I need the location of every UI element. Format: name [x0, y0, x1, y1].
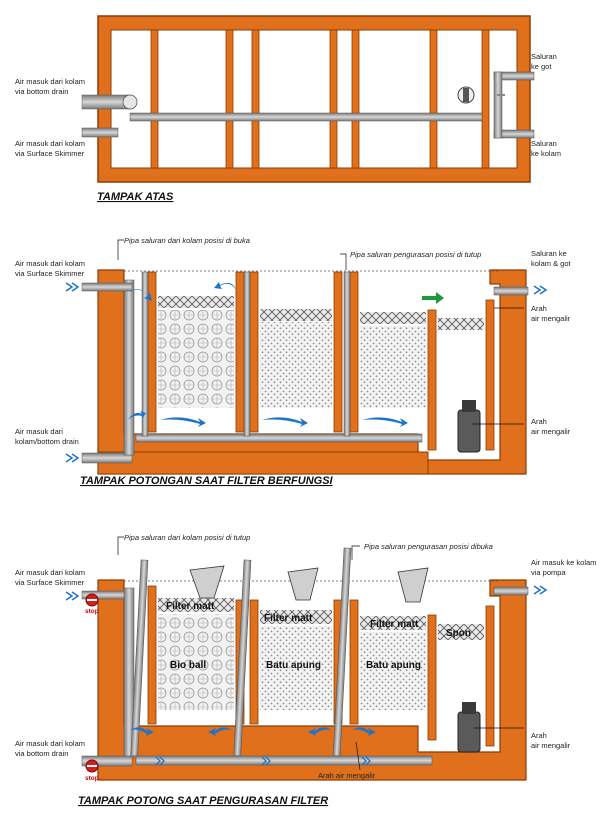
section-normal-label-flow-1a: Arah [531, 304, 547, 313]
section-cleaning-bucket-icon [189, 565, 429, 603]
section-cleaning-label-pump-inlet-1: Air masuk ke kolam [531, 558, 596, 567]
section-cleaning-label-bottom-drain-1: Air masuk dari kolam [15, 739, 85, 748]
section-normal-label-bottom-drain-1: Air masuk dari [15, 427, 63, 436]
section-cleaning-label-filter-matt-3: Filter matt [370, 619, 419, 630]
section-cleaning-label-spon: Spon [446, 628, 471, 639]
section-normal-pump-icon [457, 400, 481, 453]
top-view: Air masuk dari kolam via bottom drain Ai… [15, 15, 561, 203]
section-normal-label-flow-2a: Arah [531, 417, 547, 426]
section-cleaning-label-pump-inlet-2: via pompa [531, 568, 566, 577]
section-cleaning-drain-arrow-1 [155, 756, 165, 766]
section-normal-inlet-arrow-top [65, 282, 80, 292]
section-normal-label-pipe-open: Pipa saluran dari kolam posisi di buka [124, 236, 250, 245]
section-cleaning-stop-label-bottom: stop [85, 775, 99, 782]
section-cleaning-drain-arrow-3 [361, 756, 371, 766]
section-normal-label-bottom-drain-2: kolam/bottom drain [15, 437, 79, 446]
top-view-skimmer-pipe [81, 127, 119, 138]
section-cleaning-label-flow-right-1: Arah [531, 731, 547, 740]
section-cleaning-drain-pipe [135, 755, 433, 766]
section-normal: Pipa saluran dari kolam posisi di buka P… [15, 236, 572, 487]
section-normal-label-drain-closed: Pipa saluran pengurasan posisi di tutup [350, 250, 481, 259]
section-normal-batu-apung-2 [360, 326, 426, 408]
section-normal-skimmer-pipe [81, 282, 133, 292]
top-view-riser [493, 71, 503, 139]
section-normal-bottom-drain-pipe [81, 452, 133, 464]
section-cleaning-title: TAMPAK POTONG SAAT PENGURASAN FILTER [78, 795, 328, 807]
section-cleaning-stop-valve-bottom [85, 759, 99, 773]
section-cleaning-label-batu-apung-2: Batu apung [366, 660, 421, 671]
section-normal-label-skimmer-1: Air masuk dari kolam [15, 259, 85, 268]
section-normal-outlet-arrow [422, 292, 444, 304]
section-cleaning: Filter matt Filter matt Filter matt Bio … [15, 533, 596, 807]
section-normal-inlet-arrow-bottom [65, 453, 80, 463]
section-cleaning-label-filter-matt-2: Filter matt [264, 613, 313, 624]
section-cleaning-bioball-media [158, 614, 234, 710]
section-cleaning-label-flow-bottom: Arah air mengalir [318, 771, 376, 780]
top-view-label-pond-2: ke kolam [531, 149, 561, 158]
section-normal-riser-pipe [123, 279, 135, 456]
section-normal-label-skimmer-2: via Surface Skimmer [15, 269, 85, 278]
section-normal-filter-matt-3 [360, 312, 426, 324]
section-cleaning-filter-matt-2 [260, 610, 332, 624]
section-cleaning-label-drain-open: Pipa saluran pengurasan posisi dibuka [364, 542, 493, 551]
section-normal-spon [438, 318, 484, 330]
section-cleaning-inlet-arrow [65, 591, 80, 601]
top-view-partitions [150, 29, 490, 169]
section-normal-batu-apung-1 [260, 322, 332, 408]
section-cleaning-label-flow-right-2: air mengalir [531, 741, 571, 750]
section-normal-drain-pipe [135, 433, 423, 443]
section-cleaning-stop-label-top: stop [85, 608, 99, 615]
top-view-tank-inner [110, 29, 518, 169]
section-cleaning-drain-arrow-2 [261, 756, 271, 766]
top-view-label-got-1: Saluran [531, 52, 557, 61]
section-normal-label-flow-1b: air mengalir [531, 314, 571, 323]
section-normal-flow-arrows [128, 282, 408, 427]
section-cleaning-label-pipe-closed: Pipa saluran dari kolam posisi di tutup [124, 533, 250, 542]
top-view-label-bottom-drain-1: Air masuk dari kolam [15, 77, 85, 86]
section-cleaning-label-filter-matt-1: Filter matt [166, 601, 215, 612]
top-view-title: TAMPAK ATAS [97, 191, 174, 203]
section-cleaning-stop-valve-top [85, 593, 99, 607]
section-normal-label-flow-2b: air mengalir [531, 427, 571, 436]
section-cleaning-batu-apung-1 [260, 626, 332, 710]
section-cleaning-label-bio-ball: Bio ball [170, 660, 206, 671]
top-view-label-skimmer-2: via Surface Skimmer [15, 149, 85, 158]
section-cleaning-label-batu-apung-1: Batu apung [266, 660, 321, 671]
section-normal-label-outlet-2: kolam & got [531, 259, 572, 268]
section-cleaning-spon [438, 624, 484, 640]
section-normal-title: TAMPAK POTONGAN SAAT FILTER BERFUNGSI [80, 475, 334, 487]
section-cleaning-label-skimmer-1: Air masuk dari kolam [15, 568, 85, 577]
section-cleaning-label-skimmer-2: via Surface Skimmer [15, 578, 85, 587]
section-normal-bioball-media [158, 310, 234, 408]
section-cleaning-filter-matt-3 [360, 616, 426, 630]
section-normal-outlet-pipe [493, 286, 529, 296]
section-normal-filter-matt-2 [260, 309, 332, 321]
section-cleaning-flow-arrows [130, 727, 376, 736]
section-normal-label-outlet-1: Saluran ke [531, 249, 567, 258]
section-cleaning-batu-apung-2 [360, 632, 426, 710]
section-cleaning-drain-risers [130, 547, 352, 757]
section-cleaning-label-bottom-drain-2: via bottom drain [15, 749, 68, 758]
section-cleaning-pump-icon [457, 702, 481, 753]
top-view-drain-pipe [129, 112, 483, 122]
section-cleaning-bottom-drain-pipe [81, 755, 133, 767]
section-cleaning-filter-matt-1 [158, 598, 234, 612]
section-normal-filter-matt-1 [158, 296, 234, 308]
section-normal-drain-risers [141, 271, 351, 437]
section-cleaning-pump-arrow [533, 585, 548, 595]
top-view-label-skimmer-1: Air masuk dari kolam [15, 139, 85, 148]
section-cleaning-pump-outlet-pipe [493, 586, 529, 596]
top-view-label-bottom-drain-2: via bottom drain [15, 87, 68, 96]
top-view-pipe-cap [122, 94, 138, 110]
section-normal-outlet-flow-arrow [533, 285, 548, 295]
top-view-label-pond-1: Saluran [531, 139, 557, 148]
top-view-label-got-2: ke got [531, 62, 552, 71]
